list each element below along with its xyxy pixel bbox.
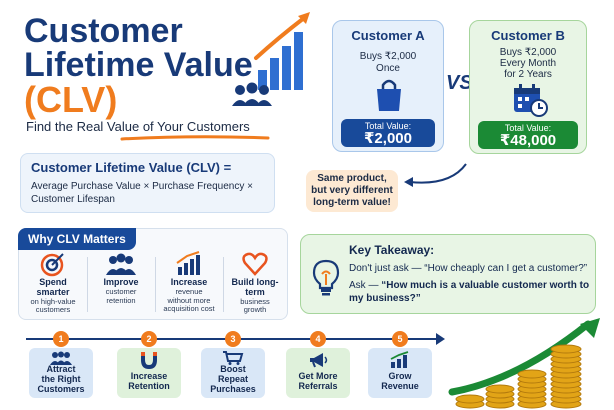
formula-line-1: Average Purchase Value × Purchase Freque… [31,181,253,192]
key-line-1: Don't just ask — “How cheaply can I get … [349,263,588,274]
subtitle-underline [120,135,270,141]
step-revenue: Grow Revenue [368,348,432,398]
note-line-2: but very different [311,185,393,196]
step-label-2: Revenue [381,380,419,391]
step-number: 5 [392,331,408,347]
target-icon [40,253,64,277]
key-line-2-prefix: Ask — [349,280,382,291]
step-retention: Increase Retention [117,348,181,398]
timeline-arrow-icon [436,333,445,345]
customer-b-title: Customer B [491,28,565,43]
customer-a-card: Customer A Buys ₹2,000 Once Total Value:… [332,20,444,152]
step-label-2: Referrals [298,380,338,391]
why-item-desc-1: revenue [175,286,203,296]
formula-text: Average Purchase Value × Purchase Freque… [31,181,271,206]
step-label-2: Retention [128,380,170,391]
curved-arrow-icon [404,163,467,187]
step-label-2: Repeat [217,373,248,384]
why-item-title: Build long-term [231,277,279,297]
customer-a-total: Total Value: ₹2,000 [341,119,435,147]
people-icon [50,351,72,365]
why-separator [155,257,156,312]
why-item-desc-2: growth [243,305,267,315]
why-item-desc-2: customers [35,305,71,315]
step-label-3: Purchases [210,383,256,394]
customer-b-card: Customer B Buys ₹2,000 Every Month for 2… [469,20,587,154]
why-separator [223,257,224,312]
shopping-bag-icon [377,79,401,111]
why-item-desc-2: retention [106,295,136,305]
step-label-3: Customers [37,383,85,394]
lightbulb-icon [312,259,340,296]
clv-formula-box: Customer Lifetime Value (CLV) = Average … [20,153,275,213]
why-item-desc-2: without more [167,295,211,305]
customer-b-total-value: ₹48,000 [499,132,557,149]
step-number: 4 [310,331,326,347]
why-item-title: Improve [103,277,139,287]
note-line-1: Same product, [317,173,387,184]
step-number: 3 [225,331,241,347]
step-purchases: Boost Repeat Purchases [201,348,265,398]
step-label-1: Get More [298,371,338,381]
bar-chart-icon [390,351,409,368]
formula-line-2: Customer Lifespan [31,193,115,205]
title-line-3: (CLV) [24,79,118,120]
why-item-growth: Build long-term business growth [225,251,285,315]
customer-a-title: Customer A [351,28,425,43]
heart-icon [242,252,268,276]
key-title: Key Takeaway: [349,243,435,257]
step-number: 2 [141,331,157,347]
customer-a-total-label: Total Value: [364,121,412,131]
key-line-2: Ask — “How much is a valuable customer w… [349,280,593,305]
why-item-desc-3: acquisition cost [163,304,215,314]
step-label-1: Attract [46,364,76,374]
customer-b-desc-1: Buys ₹2,000 [499,47,557,58]
why-item-desc-1: on high-value [30,296,76,306]
why-item-desc-1: customer [105,286,137,296]
step-attract: Attract the Right Customers [29,348,93,398]
step-label-1: Boost [220,364,246,374]
key-takeaway-box: Key Takeaway: Don't just ask — “How chea… [300,234,596,314]
growth-chart-icon [176,251,200,275]
why-item-revenue: Increase revenue without more acquisitio… [159,251,219,314]
coin-stacks-icon [448,318,600,409]
subtitle: Find the Real Value of Your Customers [26,119,250,134]
comparison-note: Same product, but very different long-te… [306,170,398,212]
customer-b-desc-3: for 2 Years [504,69,552,80]
step-label-1: Increase [130,371,168,381]
why-item-title: Spend smarter [36,277,70,297]
customer-a-total-value: ₹2,000 [364,130,412,147]
customer-b-total-label: Total Value: [504,123,552,133]
customer-a-desc-2: Once [376,63,400,74]
title-line-1: Customer [24,12,183,50]
why-clv-matters-panel: Why CLV Matters Spend smarter on high-va… [18,228,288,320]
people-icon [106,253,136,275]
customer-b-total: Total Value: ₹48,000 [478,121,578,149]
customer-b-desc-2: Every Month [499,58,557,69]
step-referrals: Get More Referrals [286,348,350,398]
why-separator [87,257,88,312]
why-item-retention: Improve customer retention [91,251,151,305]
cart-icon [223,351,244,365]
key-line-2-bold: “How much is a valuable customer worth t… [349,280,590,304]
why-item-title: Increase [170,277,208,287]
note-line-3: long-term value! [313,197,391,208]
megaphone-icon [310,353,328,368]
growth-hero-icon [232,12,310,106]
calendar-clock-icon [514,84,548,117]
title-line-2: Lifetime Value [24,46,253,84]
magnet-icon [141,352,157,369]
customer-a-desc-1: Buys ₹2,000 [359,51,417,62]
formula-title: Customer Lifetime Value (CLV) = [31,160,232,175]
step-label-1: Grow [388,371,412,381]
why-header: Why CLV Matters [18,228,136,250]
why-item-desc-1: business [240,296,270,306]
step-number: 1 [53,331,69,347]
step-label-2: the Right [41,373,81,384]
vs-label: VS [446,72,473,94]
why-item-spend: Spend smarter on high-value customers [23,251,83,315]
